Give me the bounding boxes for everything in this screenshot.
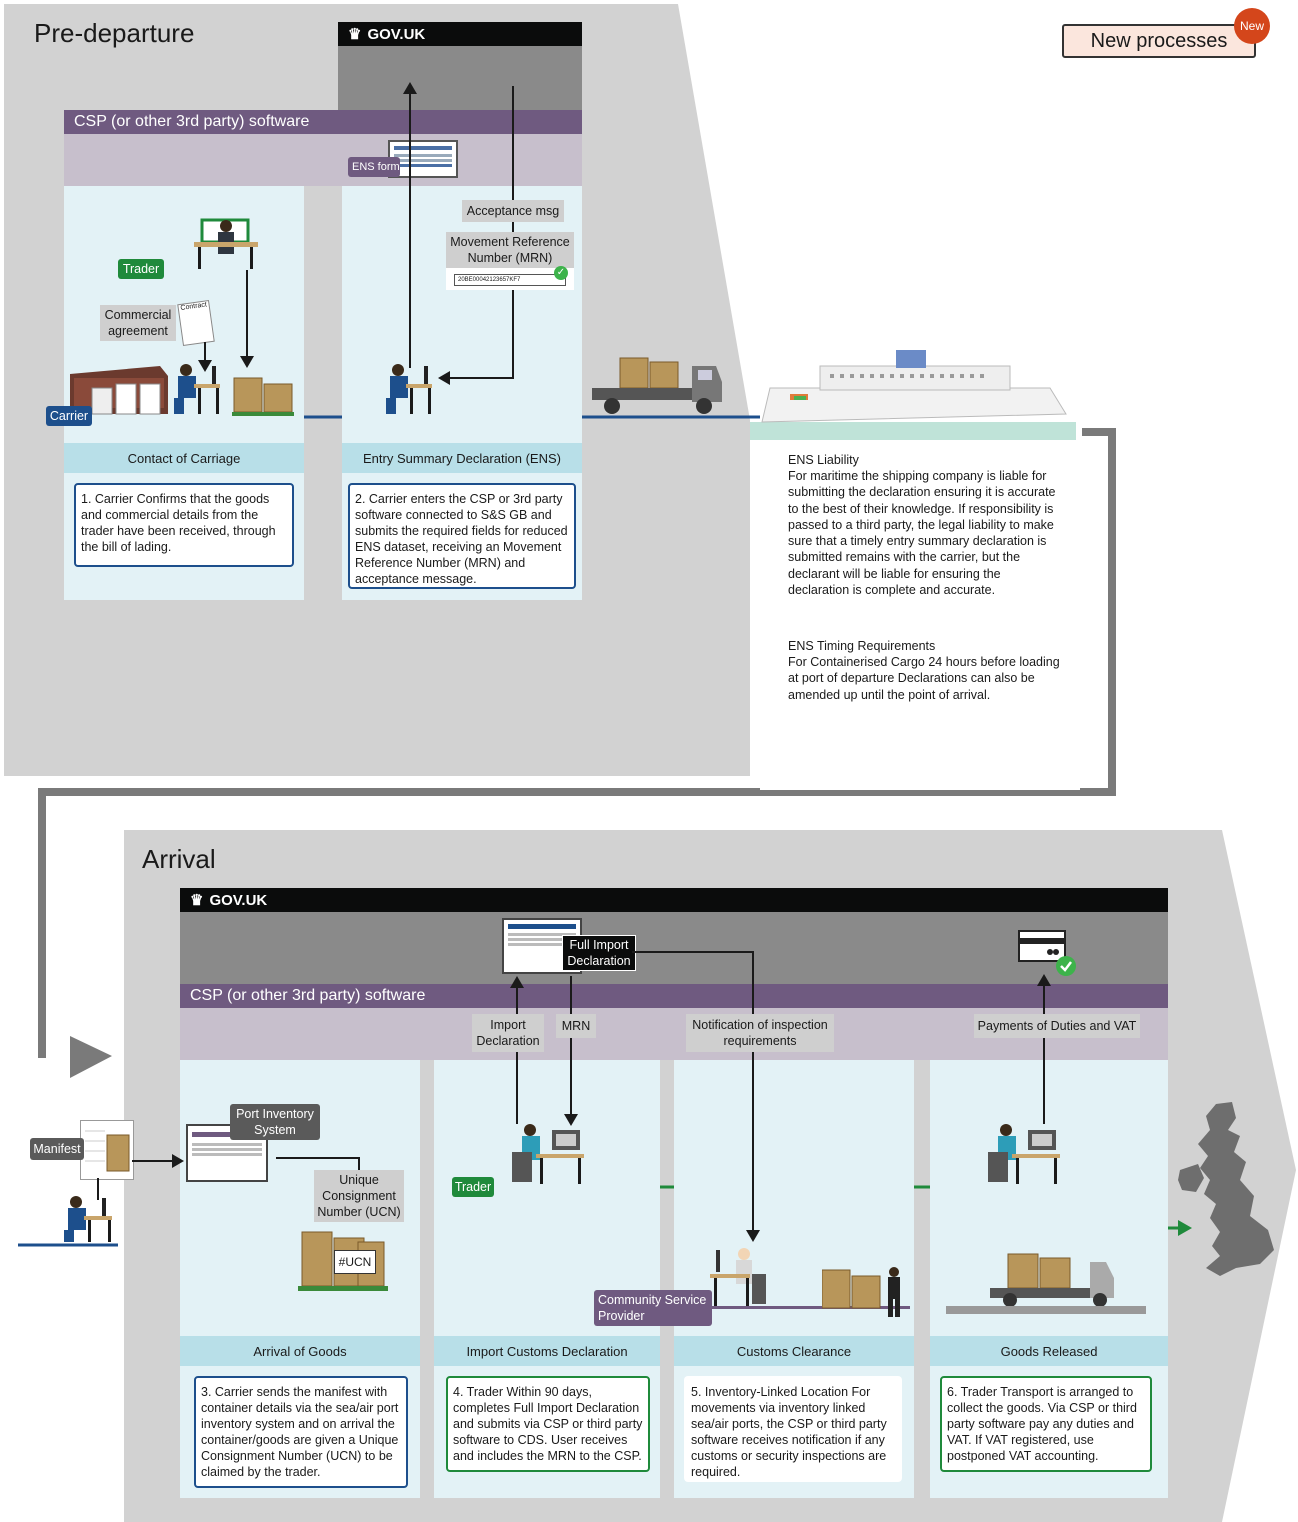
pre-csp-bar: CSP (or other 3rd party) software: [64, 110, 582, 134]
stage-label-3: Arrival of Goods: [180, 1336, 420, 1366]
ens-form-label: ENS form: [348, 157, 400, 177]
manifest-grid-icon: [85, 1130, 130, 1172]
truck-icon: [592, 357, 722, 414]
desc-step-2: 2. Carrier enters the CSP or 3rd party s…: [348, 483, 576, 589]
carrier-person-icon: [174, 364, 220, 414]
ens-carrier-person-icon: [386, 364, 432, 414]
fid-label: Full Import Declaration: [562, 935, 636, 971]
arr-trader-label: Trader: [452, 1177, 494, 1197]
customs-goods-inspector-icon: [822, 1267, 900, 1317]
arrow-down-icon: [240, 356, 254, 368]
arrow-right-icon: [172, 1154, 184, 1168]
mrn-code: 20BE00042123657KF7: [454, 274, 566, 286]
arr-csp-label: CSP (or other 3rd party) software: [190, 987, 426, 1004]
arrow-down-icon: [564, 1114, 578, 1126]
pre-csp-area: [64, 134, 582, 186]
goods-pallets-icon: [232, 377, 294, 416]
ucn-hash-tag: #UCN: [334, 1250, 376, 1274]
port-warehouse-icon: [70, 366, 168, 415]
manifest-carrier-person-icon: [64, 1196, 112, 1242]
stage-label-2: Entry Summary Declaration (ENS): [342, 443, 582, 473]
ens-liability-text: For maritime the shipping company is lia…: [788, 469, 1056, 598]
crown-icon: ♛: [190, 892, 204, 909]
desc-step-4: 4. Trader Within 90 days, completes Full…: [446, 1376, 650, 1472]
payments-up-line: [1043, 980, 1045, 1124]
desc-step-6: 6. Trader Transport is arranged to colle…: [940, 1376, 1152, 1472]
ens-timing-text: For Containerised Cargo 24 hours before …: [788, 655, 1060, 702]
contract-label: Contract: [180, 301, 208, 312]
trader-down-line: [246, 270, 248, 358]
stage-label-1: Contact of Carriage: [64, 443, 304, 473]
ens-up-arrow-line: [409, 90, 411, 368]
pre-departure-title: Pre-departure: [34, 18, 195, 48]
mrn-tag: Movement Reference Number (MRN): [446, 232, 574, 268]
ens-liability-title: ENS Liability: [788, 453, 859, 467]
ens-acceptance-hline: [446, 377, 514, 379]
stage-label-4: Import Customs Declaration: [434, 1336, 660, 1366]
notification-hline: [632, 951, 754, 953]
arrow-up-icon: [403, 82, 417, 94]
arrow-up-icon: [1037, 974, 1051, 986]
notification-tag: Notification of inspection requirements: [686, 1014, 834, 1052]
port-inventory-label: Port Inventory System: [230, 1104, 320, 1140]
manifest-label: Manifest: [30, 1138, 84, 1160]
arrow-down-icon: [746, 1230, 760, 1242]
legend-new-processes: New processes: [1062, 24, 1256, 58]
payment-card-icon: [1018, 930, 1076, 976]
arrow-left-icon: [438, 371, 450, 385]
commercial-agreement-tag: Commercial agreement: [100, 305, 176, 341]
mrn-tag-arrival: MRN: [556, 1014, 596, 1038]
arrow-down-icon: [198, 360, 212, 372]
desc-step-3: 3. Carrier sends the manifest with conta…: [194, 1376, 408, 1488]
contract-document-icon: Contract: [177, 299, 215, 347]
arr-gov-label: GOV.UK: [209, 891, 268, 909]
notification-down-line: [752, 951, 754, 1233]
manifest-arrow-line: [132, 1160, 174, 1162]
payments-tag: Payments of Duties and VAT: [974, 1014, 1140, 1038]
desc-step-5: 5. Inventory-Linked Location For movemen…: [684, 1376, 902, 1482]
pre-csp-label: CSP (or other 3rd party) software: [74, 113, 310, 130]
arr-csp-bar: CSP (or other 3rd party) software: [180, 984, 1168, 1008]
ucn-vline: [358, 1157, 360, 1171]
contract-down-line: [204, 342, 206, 362]
ferry-ship-icon: [750, 350, 1076, 440]
stage-label-6: Goods Released: [930, 1336, 1168, 1366]
trader-payment-workstation-icon: [988, 1124, 1060, 1184]
crown-icon: ♛: [348, 26, 362, 43]
pre-gov-label: GOV.UK: [367, 25, 426, 43]
check-icon: ✓: [554, 266, 568, 280]
manifest-document-icon: [80, 1120, 134, 1180]
arr-gov-bar: ♛ GOV.UK: [180, 888, 1168, 912]
csp-platform-line: [710, 1306, 910, 1309]
customs-officer-desk-icon: [710, 1248, 766, 1306]
arrow-up-icon: [510, 976, 524, 988]
legend-new-badge: New: [1234, 8, 1270, 44]
community-service-provider-label: Community Service Provider: [594, 1290, 712, 1326]
ucn-tag: Unique Consignment Number (UCN): [314, 1170, 404, 1222]
ens-info-panel: [760, 440, 1080, 790]
acceptance-msg-tag: Acceptance msg: [462, 200, 564, 222]
manifest-down-line: [97, 1178, 99, 1200]
carrier-label: Carrier: [46, 406, 92, 426]
goods-released-truck-icon: [946, 1253, 1146, 1314]
pre-trader-label: Trader: [118, 259, 164, 279]
import-declaration-tag: Import Declaration: [472, 1014, 544, 1052]
trader-workstation-icon: [512, 1124, 584, 1184]
desc-step-1: 1. Carrier Confirms that the goods and c…: [74, 483, 294, 567]
trader-desk-icon: [194, 218, 258, 269]
uk-map-icon: [1178, 1102, 1274, 1276]
ucn-hline: [276, 1157, 360, 1159]
arrival-title: Arrival: [142, 844, 216, 874]
mrn-code-box: 20BE00042123657KF7: [446, 268, 574, 290]
import-decl-up-line: [516, 984, 518, 1124]
ens-timing-title: ENS Timing Requirements: [788, 639, 936, 653]
mrn-down-line: [570, 976, 572, 1116]
pre-gov-bar: ♛ GOV.UK: [338, 22, 582, 46]
legend-label: New processes: [1090, 29, 1228, 52]
stage-label-5: Customs Clearance: [674, 1336, 914, 1366]
